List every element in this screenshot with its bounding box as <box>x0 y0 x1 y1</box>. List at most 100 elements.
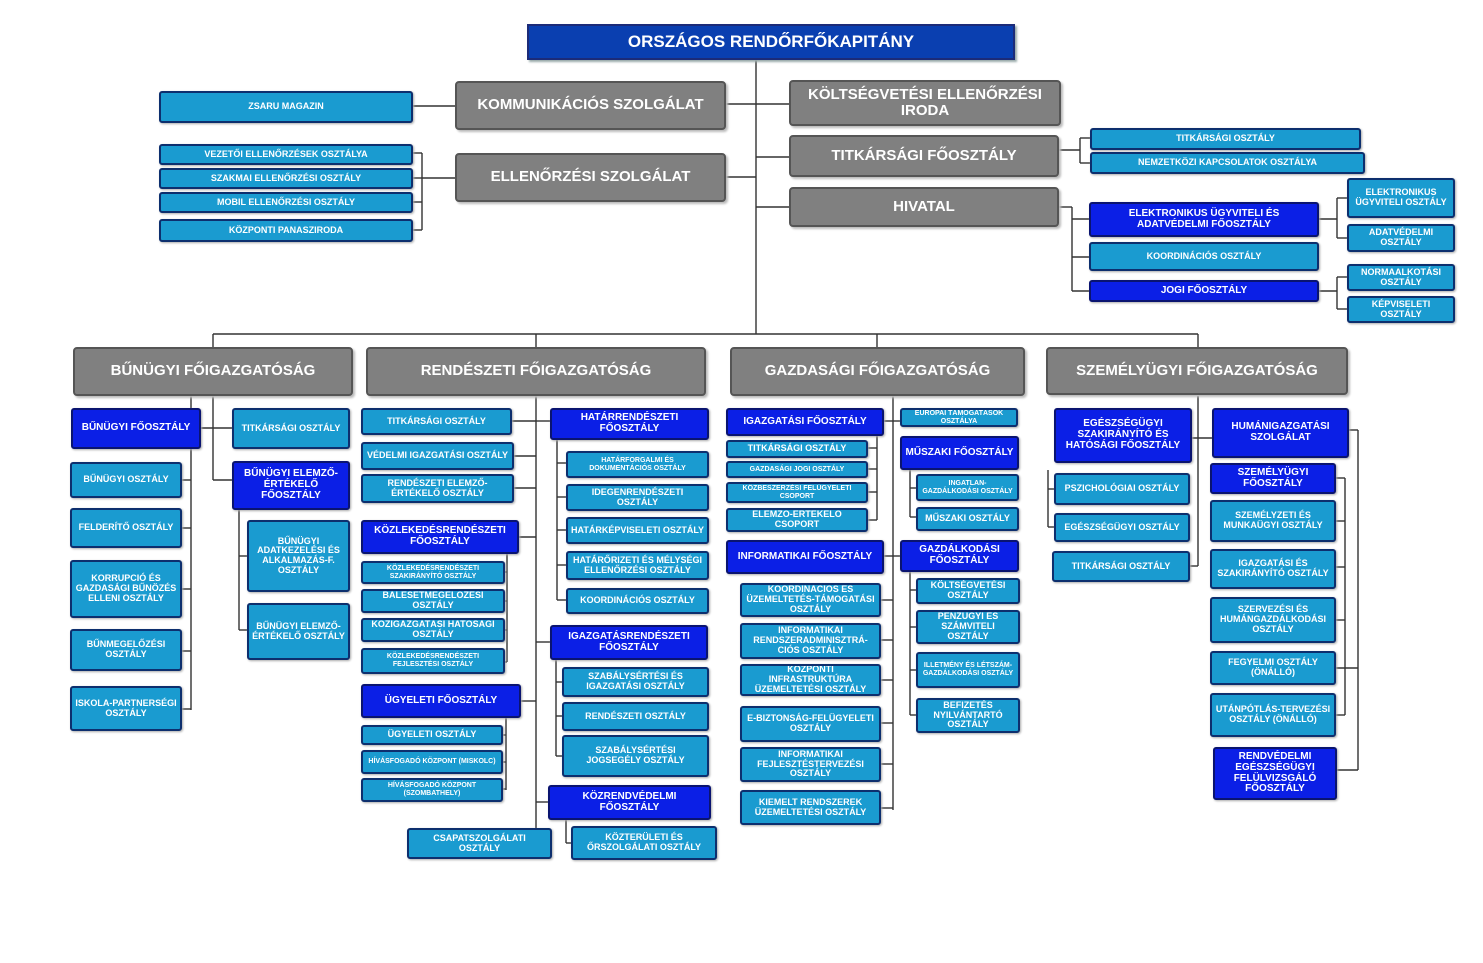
box-felderito-osztaly: FELDERÍTŐ OSZTÁLY <box>70 508 182 548</box>
box-ren-titkarsagi-osztaly: TITKÁRSÁGI OSZTÁLY <box>361 408 512 435</box>
box-zsaru-magazin: ZSARU MAGAZIN <box>159 91 413 123</box>
box-bunugyi-elemzo-foosztaly: BŰNÜGYI ELEMZŐ-ÉRTÉKELŐ FŐOSZTÁLY <box>232 461 350 510</box>
box-kiemelt-rendszerek-osztaly: KIEMELT RENDSZEREK ÜZEMELTETÉSI OSZTÁLY <box>740 790 881 825</box>
box-label: BŰNÜGYI ELEMZŐ-ÉRTÉKELŐ FŐOSZTÁLY <box>244 468 338 501</box>
box-hatarrendeszeti-foosztaly: HATÁRRENDÉSZETI FŐOSZTÁLY <box>550 408 709 440</box>
box-utanpotlas-tervezesi-osztaly: UTÁNPÓTLÁS-TERVEZÉSI OSZTÁLY (ÖNÁLLÓ) <box>1210 693 1336 737</box>
box-vedelmi-igazgatasi-osztaly: VÉDELMI IGAZGATÁSI OSZTÁLY <box>361 442 514 470</box>
box-bunugyi-foigazgatosag: BŰNÜGYI FŐIGAZGATÓSÁG <box>73 347 353 396</box>
box-csapatszolgalati-osztaly: CSAPATSZOLGÁLATI OSZTÁLY <box>407 828 552 859</box>
box-label: RENDÉSZETI OSZTÁLY <box>585 710 686 721</box>
box-jogi-foosztaly: JOGI FŐOSZTÁLY <box>1089 280 1319 302</box>
box-koltsegvetesi-ellenorzesi-iroda: KÖLTSÉGVETÉSI ELLENŐRZÉSI IRODA <box>789 80 1061 126</box>
box-iskola-partnersegi-osztaly: ISKOLA-PARTNERSÉGI OSZTÁLY <box>70 686 182 731</box>
box-kozigazgatasi-hatosagi-osztaly: KÖZIGAZGATÁSI HATÓSÁGI OSZTÁLY <box>361 618 505 642</box>
box-rendszeradminisztracios-osztaly: INFORMATIKAI RENDSZERADMINISZTRÁ-CIÓS OS… <box>740 623 881 659</box>
box-koordinacios-osztaly: KOORDINÁCIÓS OSZTÁLY <box>1089 242 1319 271</box>
box-label: EGÉSZSÉGÜGYI OSZTÁLY <box>1064 521 1180 532</box>
box-label: TITKÁRSÁGI OSZTÁLY <box>1176 133 1275 144</box>
box-label: VÉDELMI IGAZGATÁSI OSZTÁLY <box>366 450 508 461</box>
box-label: UTÁNPÓTLÁS-TERVEZÉSI OSZTÁLY (ÖNÁLLÓ) <box>1215 704 1331 724</box>
box-igazgatasi-szakiranyito-osztaly: IGAZGATÁSI ÉS SZAKIRÁNYÍTÓ OSZTÁLY <box>1210 549 1336 589</box>
box-korrupcio-osztaly: KORRUPCIÓ ÉS GAZDASÁGI BŰNÖZÉS ELLENI OS… <box>70 560 182 618</box>
box-hivatal: HIVATAL <box>789 187 1059 227</box>
box-label: KÖZLEKEDÉSRENDÉSZETI FEJLESZTÉSI OSZTÁLY <box>386 653 480 668</box>
box-label: MŰSZAKI OSZTÁLY <box>925 513 1010 524</box>
box-gazdalkodasi-foosztaly: GAZDÁLKODÁSI FŐOSZTÁLY <box>900 540 1019 572</box>
box-label: ORSZÁGOS RENDŐRFŐKAPITÁNY <box>627 31 915 51</box>
box-rendeszeti-foigazgatosag: RENDÉSZETI FŐIGAZGATÓSÁG <box>366 347 706 396</box>
box-label: GAZDASÁGI FŐIGAZGATÓSÁG <box>764 362 991 380</box>
box-label: TITKÁRSÁGI FŐOSZTÁLY <box>831 146 1017 164</box>
box-penzugyi-szamviteli-osztaly: PÉNZÜGYI ÉS SZÁMVITELI OSZTÁLY <box>916 610 1020 644</box>
box-label: KOORDINÁCIÓS ÉS ÜZEMELTETÉS-TÁMOGATÁSI O… <box>746 584 875 614</box>
box-label: IGAZGATÁSI ÉS SZAKIRÁNYÍTÓ OSZTÁLY <box>1217 558 1329 578</box>
box-label: INFORMATIKAI FEJLESZTÉSTERVEZÉSI OSZTÁLY <box>757 748 864 779</box>
box-label: IGAZGATÁSRENDÉSZETI FŐOSZTÁLY <box>568 630 690 653</box>
box-kozteruleti-osztaly: KÖZTERÜLETI ÉS ŐRSZOLGÁLATI OSZTÁLY <box>571 826 717 860</box>
box-balesetmegelozesi-osztaly: BALESETMEGELŐZÉSI OSZTÁLY <box>361 589 505 613</box>
box-label: ÜGYELETI OSZTÁLY <box>387 729 477 740</box>
box-ugyeleti-osztaly: ÜGYELETI OSZTÁLY <box>361 725 503 745</box>
box-label: KÖZBESZERZÉSI FELÜGYELETI CSOPORT <box>742 484 852 500</box>
box-label: ILLETMÉNY ÉS LÉTSZÁM-GAZDÁLKODÁSI OSZTÁL… <box>922 662 1014 677</box>
box-mobil-ellenorzesi: MOBIL ELLENŐRZÉSI OSZTÁLY <box>159 192 413 213</box>
box-label: BŰNÜGYI FŐIGAZGATÓSÁG <box>110 362 316 380</box>
box-label: HIVATAL <box>893 197 955 215</box>
box-ugyeleti-foosztaly: ÜGYELETI FŐOSZTÁLY <box>361 684 521 718</box>
box-label: ELLENŐRZÉSI SZOLGÁLAT <box>490 168 691 186</box>
box-label: ADATVÉDELMI OSZTÁLY <box>1368 227 1434 247</box>
box-label: TITKÁRSÁGI OSZTÁLY <box>387 415 486 426</box>
box-rendeszeti-osztaly: RENDÉSZETI OSZTÁLY <box>562 702 709 731</box>
box-hivasfogado-szombathely: HÍVÁSFOGADÓ KÖZPONT (SZOMBATHELY) <box>361 778 503 802</box>
box-label: NORMAALKOTÁSI OSZTÁLY <box>1361 266 1441 287</box>
box-label: IGAZGATÁSI FŐOSZTÁLY <box>743 415 867 427</box>
box-label: KÖZPONTI INFRASTRUKTÚRA ÜZEMELTETÉSI OSZ… <box>754 664 867 694</box>
box-rendvedelmi-egeszsegugyi-foosztaly: RENDVÉDELMI EGÉSZSÉGÜGYI FELÜLVIZSGÁLÓ F… <box>1213 747 1337 800</box>
box-kozlekedesrendeszeti-foosztaly: KÖZLEKEDÉSRENDÉSZETI FŐOSZTÁLY <box>361 520 519 554</box>
box-label: INGATLAN-GAZDÁLKODÁSI OSZTÁLY <box>922 479 1013 495</box>
box-label: BŰNÜGYI ELEMZŐ-ÉRTÉKELŐ OSZTÁLY <box>252 620 345 641</box>
box-label: BALESETMEGELŐZÉSI OSZTÁLY <box>382 590 484 610</box>
box-kozl-fejlesztesi-osztaly: KÖZLEKEDÉSRENDÉSZETI FEJLESZTÉSI OSZTÁLY <box>361 648 505 674</box>
box-label: SZEMÉLYZETI ÉS MUNKAÜGYI OSZTÁLY <box>1223 510 1323 530</box>
box-befizetes-nyilvantarto-osztaly: BEFIZETÉS NYILVÁNTARTÓ OSZTÁLY <box>916 698 1020 733</box>
box-orszagos-rendorfokapitany: ORSZÁGOS RENDŐRFŐKAPITÁNY <box>527 24 1015 60</box>
box-ren-koordinacios-osztaly: KOORDINÁCIÓS OSZTÁLY <box>566 588 709 614</box>
box-kepviseleti-osztaly: KÉPVISELETI OSZTÁLY <box>1347 296 1455 323</box>
box-label: HATÁRRENDÉSZETI FŐOSZTÁLY <box>580 412 679 434</box>
box-label: EGÉSZSÉGÜGYI SZAKIRÁNYÍTÓ ÉS HATÓSÁGI FŐ… <box>1065 418 1181 451</box>
box-label: SZERVEZÉSI ÉS HUMÁNGAZDÁLKODÁSI OSZTÁLY <box>1220 604 1326 634</box>
box-pszichologiai-osztaly: PSZICHOLÓGIAI OSZTÁLY <box>1054 473 1190 505</box>
box-szemelyugyi-foigazgatosag: SZEMÉLYÜGYI FŐIGAZGATÓSÁG <box>1046 347 1348 395</box>
box-label: HÍVÁSFOGADÓ KÖZPONT (SZOMBATHELY) <box>387 782 477 797</box>
box-label: RENDÉSZETI ELEMZŐ-ÉRTÉKELŐ OSZTÁLY <box>387 477 488 498</box>
box-label: ELEKTRONIKUS ÜGYVITELI OSZTÁLY <box>1355 187 1447 207</box>
box-kozponti-panasziroda: KÖZPONTI PANASZIRODA <box>159 219 413 242</box>
box-label: HUMÁNIGAZGATÁSI SZOLGÁLAT <box>1231 421 1330 443</box>
box-e-biztonsag-osztaly: E-BIZTONSÁG-FELÜGYELETI OSZTÁLY <box>740 706 881 742</box>
box-elektronikus-foosztaly: ELEKTRONIKUS ÜGYVITELI ÉS ADATVÉDELMI FŐ… <box>1089 202 1319 237</box>
box-label: EURÓPAI TÁMOGATÁSOK OSZTÁLYA <box>914 409 1004 425</box>
box-label: GAZDÁLKODÁSI FŐOSZTÁLY <box>919 544 1000 566</box>
box-label: SZEMÉLYÜGYI FŐIGAZGATÓSÁG <box>1076 361 1318 379</box>
box-normaalkotasi-osztaly: NORMAALKOTÁSI OSZTÁLY <box>1347 264 1455 291</box>
box-elektronikus-osztaly: ELEKTRONIKUS ÜGYVITELI OSZTÁLY <box>1347 178 1455 218</box>
box-label: HATÁRKÉPVISELETI OSZTÁLY <box>571 524 705 535</box>
box-humanigazgatasi-szolgalat: HUMÁNIGAZGATÁSI SZOLGÁLAT <box>1212 408 1349 458</box>
box-bun-titkarsagi-osztaly: TITKÁRSÁGI OSZTÁLY <box>232 408 350 449</box>
box-hatarkepviseleti-osztaly: HATÁRKÉPVISELETI OSZTÁLY <box>566 517 709 544</box>
box-label: ELEMZŐ-ÉRTÉKELŐ CSOPORT <box>752 509 842 529</box>
box-label: SZABÁLYSÉRTÉSI ÉS IGAZGATÁSI OSZTÁLY <box>586 671 685 691</box>
box-bunugyi-osztaly: BŰNÜGYI OSZTÁLY <box>70 462 182 498</box>
box-muszaki-osztaly: MŰSZAKI OSZTÁLY <box>916 507 1019 531</box>
box-label: RENDÉSZETI FŐIGAZGATÓSÁG <box>420 362 652 380</box>
box-label: MŰSZAKI FŐOSZTÁLY <box>905 446 1014 458</box>
box-szabalysertesi-igazgatasi-osztaly: SZABÁLYSÉRTÉSI ÉS IGAZGATÁSI OSZTÁLY <box>562 667 709 697</box>
box-label: JOGI FŐOSZTÁLY <box>1160 284 1248 296</box>
box-hatarforgalmi-osztaly: HATÁRFORGALMI ÉS DOKUMENTÁCIÓS OSZTÁLY <box>566 451 709 478</box>
box-label: KOMMUNIKÁCIÓS SZOLGÁLAT <box>477 96 704 114</box>
box-label: E-BIZTONSÁG-FELÜGYELETI OSZTÁLY <box>747 713 874 733</box>
box-label: BŰNMEGELŐZÉSI OSZTÁLY <box>86 639 166 659</box>
